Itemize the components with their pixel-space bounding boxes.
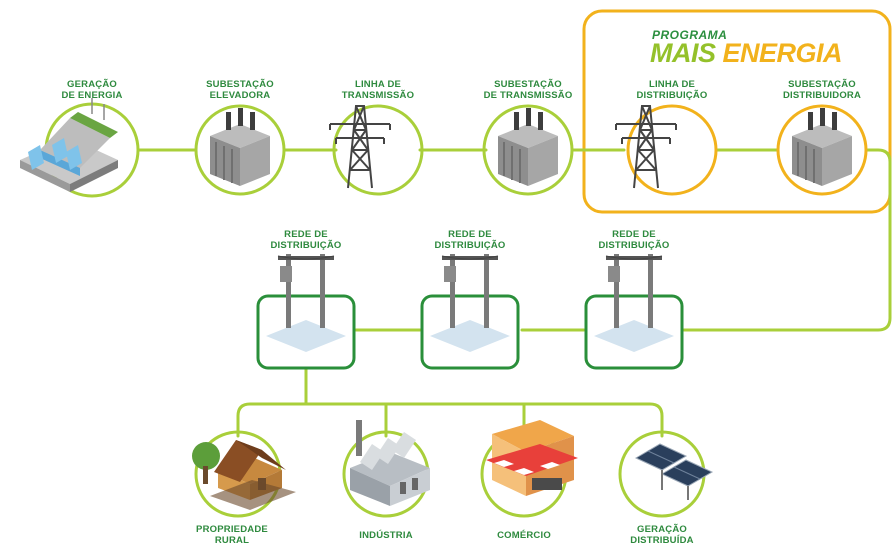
network-box-2 xyxy=(420,294,520,370)
brand-mais-text: MAIS xyxy=(650,38,716,68)
label-distribution-line: LINHA DE DISTRIBUIÇÃO xyxy=(636,79,708,101)
hydro-plant-icon xyxy=(20,98,118,192)
shop-icon xyxy=(486,420,578,496)
label-distribution-network-2: REDE DE DISTRIBUIÇÃO xyxy=(434,229,506,251)
transmission-tower-icon xyxy=(329,105,391,189)
utility-pole-icon xyxy=(594,254,674,352)
network-box-1 xyxy=(256,294,356,370)
circle-transmission-line xyxy=(332,104,424,196)
network-box-3 xyxy=(584,294,684,370)
circle-step-up-substation xyxy=(194,104,286,196)
label-industry: INDÚSTRIA xyxy=(359,530,413,541)
network-boxes xyxy=(256,294,684,370)
circle-distribution-substation xyxy=(776,104,868,196)
brand-logo: MAIS ENERGIA xyxy=(650,38,843,69)
transformer-icon xyxy=(792,108,852,186)
transformer-icon xyxy=(210,108,270,186)
label-commerce: COMÉRCIO xyxy=(497,530,551,541)
factory-icon xyxy=(350,420,430,506)
label-transmission-line: LINHA DE TRANSMISSÃO xyxy=(341,79,415,101)
label-power-generation: GERAÇÃO DE ENERGIA xyxy=(61,79,123,101)
connector-lines xyxy=(136,148,892,438)
label-distribution-network-1: REDE DE DISTRIBUIÇÃO xyxy=(270,229,342,251)
label-distribution-network-3: REDE DE DISTRIBUIÇÃO xyxy=(598,229,670,251)
circle-distribution-line xyxy=(626,104,718,196)
label-rural-property: PROPRIEDADE RURAL xyxy=(196,524,268,546)
label-distributed-generation: GERAÇÃO DISTRIBUÍDA xyxy=(630,524,694,546)
solar-panel-icon xyxy=(634,443,714,500)
label-distribution-substation: SUBESTAÇÃO DISTRIBUIDORA xyxy=(782,79,862,101)
brand-program-text: PROGRAMA xyxy=(652,28,728,42)
utility-pole-icon xyxy=(266,254,346,352)
label-step-up-substation: SUBESTAÇÃO ELEVADORA xyxy=(206,79,274,101)
circle-transmission-substation xyxy=(482,104,574,196)
program-highlight-box xyxy=(582,9,892,214)
transformer-icon xyxy=(498,108,558,186)
utility-pole-icon xyxy=(430,254,510,352)
transmission-tower-icon xyxy=(615,105,677,189)
farmhouse-icon xyxy=(192,440,296,510)
brand-energia-text: ENERGIA xyxy=(722,38,843,68)
label-transmission-substation: SUBESTAÇÃO DE TRANSMISSÃO xyxy=(483,79,573,101)
